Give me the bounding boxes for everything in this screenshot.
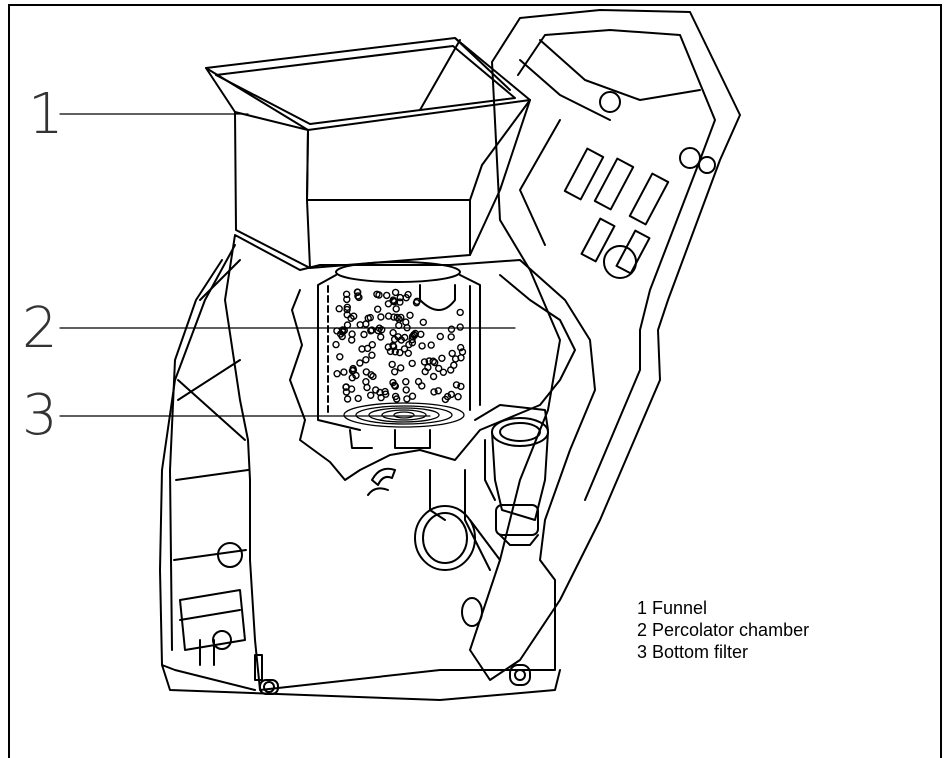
lever-and-port: [367, 467, 501, 627]
percolator-chamber: [317, 261, 481, 449]
outlet-valve: [474, 404, 549, 546]
main-housing: [159, 234, 596, 701]
funnel: [205, 37, 531, 269]
coffee-grounds: [332, 288, 467, 404]
cutaway-outline: [289, 274, 576, 481]
legend-item-funnel: 1 Funnel: [637, 598, 708, 618]
callout-number-1: 1: [28, 82, 64, 147]
callout-number-2: 2: [22, 296, 58, 361]
legend-item-bottom-filter: 3 Bottom filter: [637, 642, 749, 662]
figure-frame: [8, 4, 942, 758]
leader-lines: [59, 113, 516, 417]
legend-item-percolator-chamber: 2 Percolator chamber: [637, 620, 810, 640]
bottom-filter: [343, 402, 465, 428]
tilted-back-plate: [469, 9, 741, 681]
callout-number-3: 3: [22, 383, 58, 448]
legend: 1 Funnel 2 Percolator chamber 3 Bottom f…: [637, 597, 809, 663]
